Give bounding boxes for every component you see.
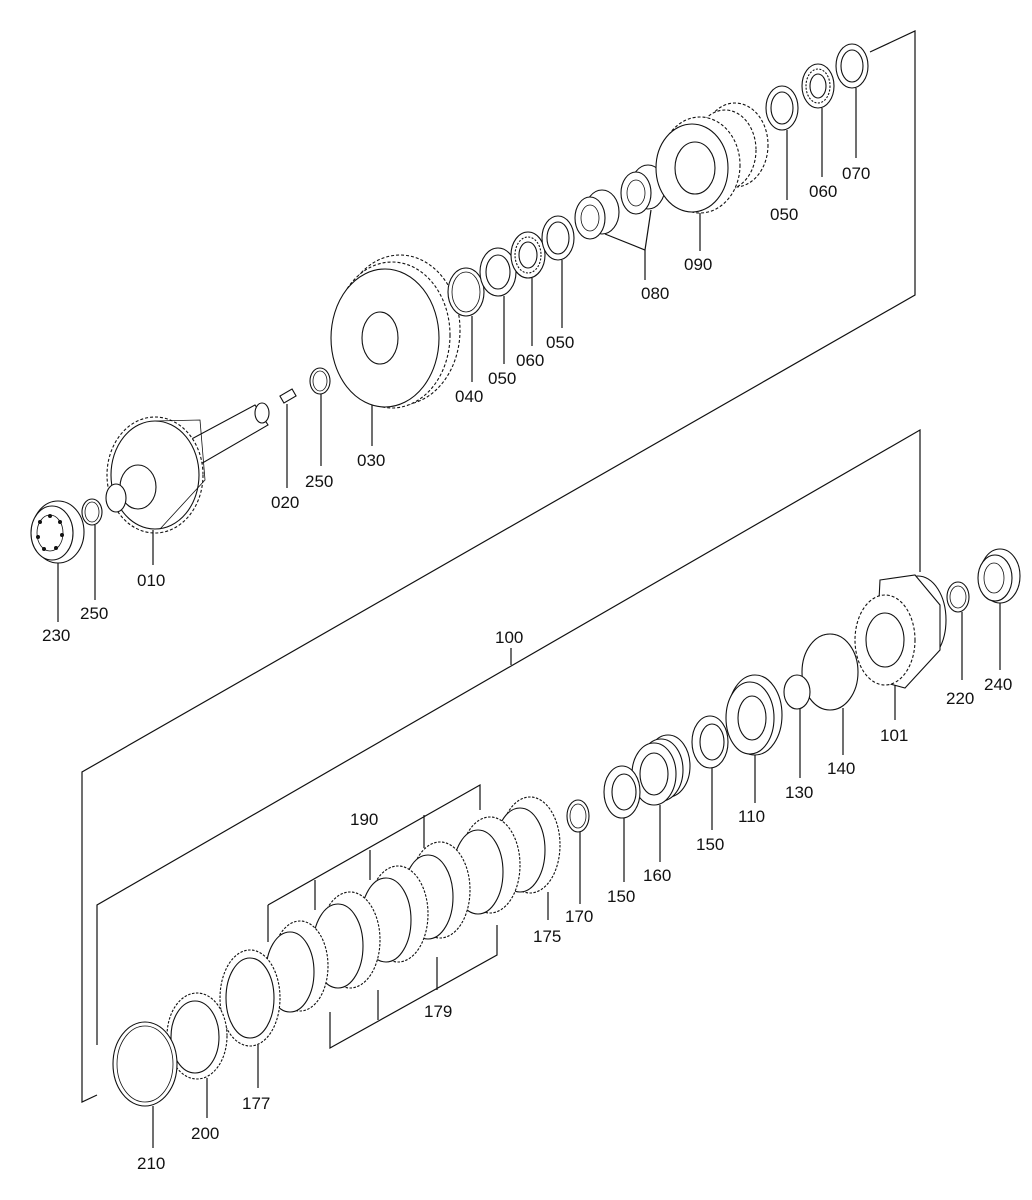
seal-ring-140 bbox=[801, 633, 859, 755]
label-210: 210 bbox=[137, 1154, 165, 1173]
end-plate-200 bbox=[166, 992, 228, 1118]
clutch-pack-175-179-190 bbox=[265, 783, 561, 1050]
label-050-first: 050 bbox=[488, 369, 516, 388]
label-020: 020 bbox=[271, 493, 299, 512]
race-060-first bbox=[510, 231, 546, 346]
snap-ring-210 bbox=[112, 1021, 178, 1148]
label-080: 080 bbox=[641, 284, 669, 303]
race-060-second bbox=[801, 63, 835, 177]
label-150-upper: 150 bbox=[696, 835, 724, 854]
label-250-left: 250 bbox=[80, 604, 108, 623]
label-200: 200 bbox=[191, 1124, 219, 1143]
lower-assembly-bracket bbox=[96, 428, 921, 1045]
label-230: 230 bbox=[42, 626, 70, 645]
washer-050-third bbox=[765, 85, 799, 200]
label-010: 010 bbox=[137, 571, 165, 590]
snap-ring-220 bbox=[946, 581, 970, 680]
gear-030 bbox=[330, 254, 461, 446]
label-060-second: 060 bbox=[809, 182, 837, 201]
label-190: 190 bbox=[350, 810, 378, 829]
label-220: 220 bbox=[946, 689, 974, 708]
snap-ring-170 bbox=[566, 799, 590, 904]
label-179: 179 bbox=[424, 1002, 452, 1021]
label-030: 030 bbox=[357, 451, 385, 470]
label-175: 175 bbox=[533, 927, 561, 946]
bearing-230 bbox=[30, 500, 85, 622]
label-050-third: 050 bbox=[770, 205, 798, 224]
snap-ring-250-mid bbox=[309, 367, 331, 466]
washer-050-second bbox=[541, 215, 575, 328]
double-gear-090 bbox=[655, 102, 769, 251]
label-140: 140 bbox=[827, 759, 855, 778]
retainer-150-upper bbox=[691, 715, 729, 830]
o-ring-130 bbox=[783, 674, 811, 778]
backing-plate-177 bbox=[219, 949, 281, 1088]
spring-pack-160 bbox=[631, 734, 691, 862]
label-090: 090 bbox=[684, 255, 712, 274]
gear-shaft-010 bbox=[105, 402, 270, 565]
label-240: 240 bbox=[984, 675, 1012, 694]
label-070: 070 bbox=[842, 164, 870, 183]
label-250-mid: 250 bbox=[305, 472, 333, 491]
washer-050-first bbox=[479, 247, 517, 364]
snap-ring-040 bbox=[447, 267, 485, 382]
pin-020 bbox=[279, 388, 297, 488]
label-170: 170 bbox=[565, 907, 593, 926]
upper-assembly-bracket bbox=[81, 30, 916, 1103]
label-130: 130 bbox=[785, 783, 813, 802]
label-100: 100 bbox=[495, 628, 523, 647]
piston-110 bbox=[725, 674, 783, 803]
label-177: 177 bbox=[242, 1094, 270, 1113]
label-040: 040 bbox=[455, 387, 483, 406]
needle-bearings-080 bbox=[574, 164, 666, 280]
retainer-150-lower bbox=[603, 765, 641, 882]
bearing-240 bbox=[977, 548, 1021, 670]
label-150-lower: 150 bbox=[607, 887, 635, 906]
clutch-drum-101 bbox=[854, 574, 947, 720]
snap-ring-250-left bbox=[81, 498, 103, 600]
label-101: 101 bbox=[880, 726, 908, 745]
label-050-second: 050 bbox=[546, 333, 574, 352]
washer-070 bbox=[835, 43, 869, 158]
label-060-first: 060 bbox=[516, 351, 544, 370]
label-160: 160 bbox=[643, 866, 671, 885]
label-110: 110 bbox=[738, 807, 765, 826]
